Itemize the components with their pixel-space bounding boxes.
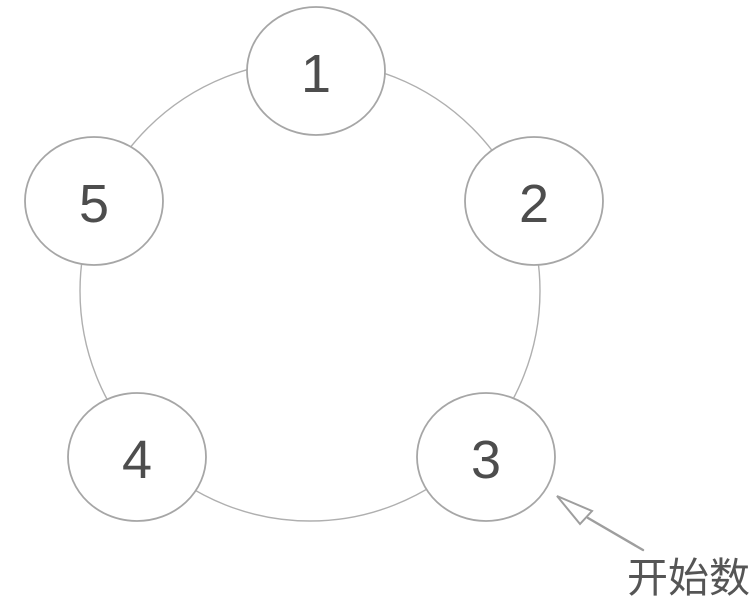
- node-1-circle: [246, 6, 386, 136]
- arrow-head-icon: [556, 495, 594, 526]
- node-2-number: 2: [519, 174, 549, 234]
- node-1-number: 1: [301, 44, 331, 104]
- node-3-number: 3: [471, 430, 501, 490]
- start-arrow: [556, 495, 645, 552]
- node-5: 5: [24, 136, 164, 266]
- node-3-circle: [416, 392, 556, 522]
- node-4: 4: [67, 392, 207, 522]
- node-3: 3: [416, 392, 556, 522]
- node-4-number: 4: [122, 430, 152, 490]
- start-label: 开始数: [627, 555, 750, 601]
- node-1: 1: [246, 6, 386, 136]
- node-5-circle: [24, 136, 164, 266]
- node-2: 2: [464, 136, 604, 266]
- node-5-number: 5: [79, 174, 109, 234]
- node-2-circle: [464, 136, 604, 266]
- arrow-shaft-line: [586, 516, 645, 552]
- node-4-circle: [67, 392, 207, 522]
